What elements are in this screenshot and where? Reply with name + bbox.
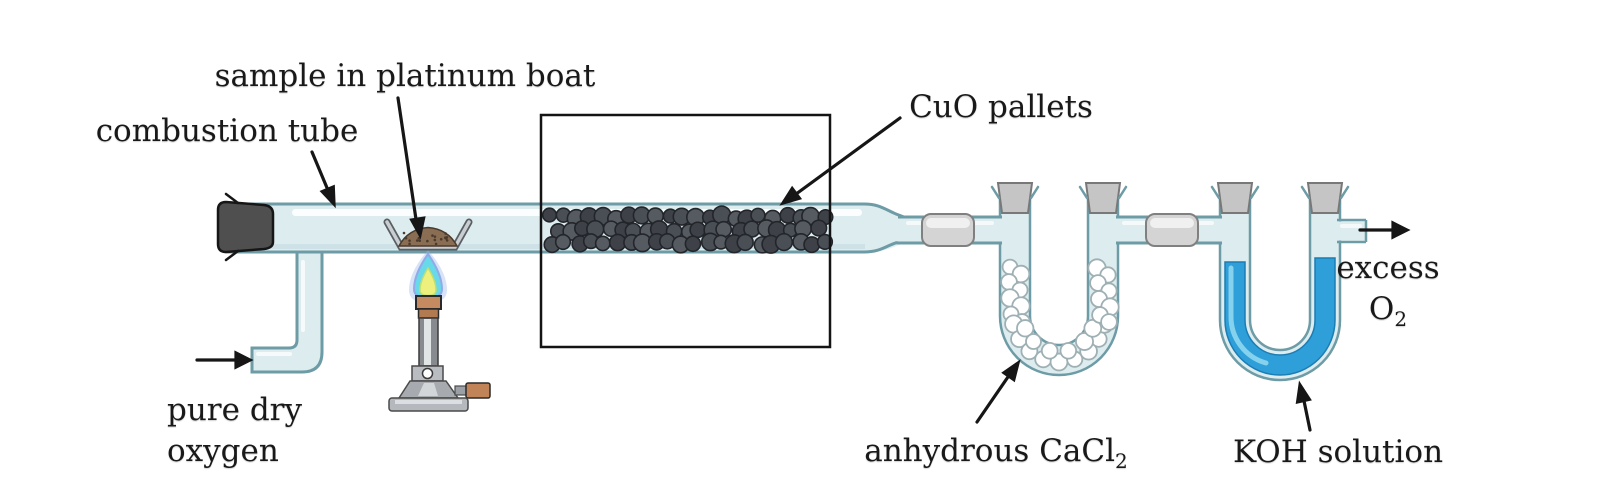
stopper-koh-right (1306, 182, 1344, 214)
label-excess-line1: excess (1336, 250, 1440, 286)
label-arrows (195, 96, 1411, 432)
burner-nozzle (415, 295, 442, 310)
arrow-cacl2 (975, 359, 1021, 424)
arrow-koh (1295, 380, 1312, 432)
sample-speckles (402, 231, 449, 246)
label-koh-solution: KOH solution (1232, 434, 1444, 470)
label-anhydrous-cacl2: anhydrous CaCl2 (864, 433, 1128, 474)
label-pure-dry-oxygen: pure dry oxygen (167, 390, 302, 472)
burner-cone-highlight (418, 383, 438, 396)
rubber-stopper (216, 192, 275, 262)
koh-liquid (1224, 257, 1336, 376)
arrow-excess-out (1358, 220, 1411, 240)
stopper-koh-left (1216, 182, 1254, 214)
oxygen-inlet-highlight (256, 260, 305, 356)
arrow-sample-boat (396, 96, 426, 240)
label-cuo-pellets: CuO pallets (909, 89, 1093, 125)
label-sample-boat: sample in platinum boat (214, 58, 596, 94)
glass-joint-2 (1145, 213, 1199, 247)
stopper-cacl2-right (1084, 182, 1122, 214)
gas-inlet-pipe (465, 382, 491, 399)
burner-barrel-highlight (424, 319, 431, 365)
label-combustion-tube: combustion tube (95, 113, 359, 149)
burner-base-highlight (395, 400, 462, 404)
furnace-box (539, 113, 832, 349)
platinum-boat (383, 218, 473, 251)
burner-air-hole (421, 367, 434, 380)
label-pure-dry-line2: oxygen (167, 432, 279, 469)
cacl2-pellets (1000, 258, 1120, 372)
burner-base (388, 397, 469, 412)
stopper-cacl2-left (996, 182, 1034, 214)
label-excess-o2: excess O2 (1336, 248, 1439, 330)
bunsen-burner (388, 250, 491, 412)
arrow-combustion-tube (310, 150, 336, 209)
label-pure-dry-line1: pure dry (167, 392, 303, 428)
burner-nozzle-lower (417, 308, 440, 319)
label-excess-line2: O2 (1368, 290, 1408, 332)
u-tube-stoppers (990, 182, 1350, 214)
koh-liquid-highlight (1228, 265, 1269, 366)
glass-joint-1 (921, 213, 975, 247)
cuo-pellets (541, 205, 834, 254)
arrow-oxygen-in (195, 350, 254, 370)
arrow-cuo-pellets (779, 116, 902, 206)
u-tube-koh (1218, 195, 1342, 382)
